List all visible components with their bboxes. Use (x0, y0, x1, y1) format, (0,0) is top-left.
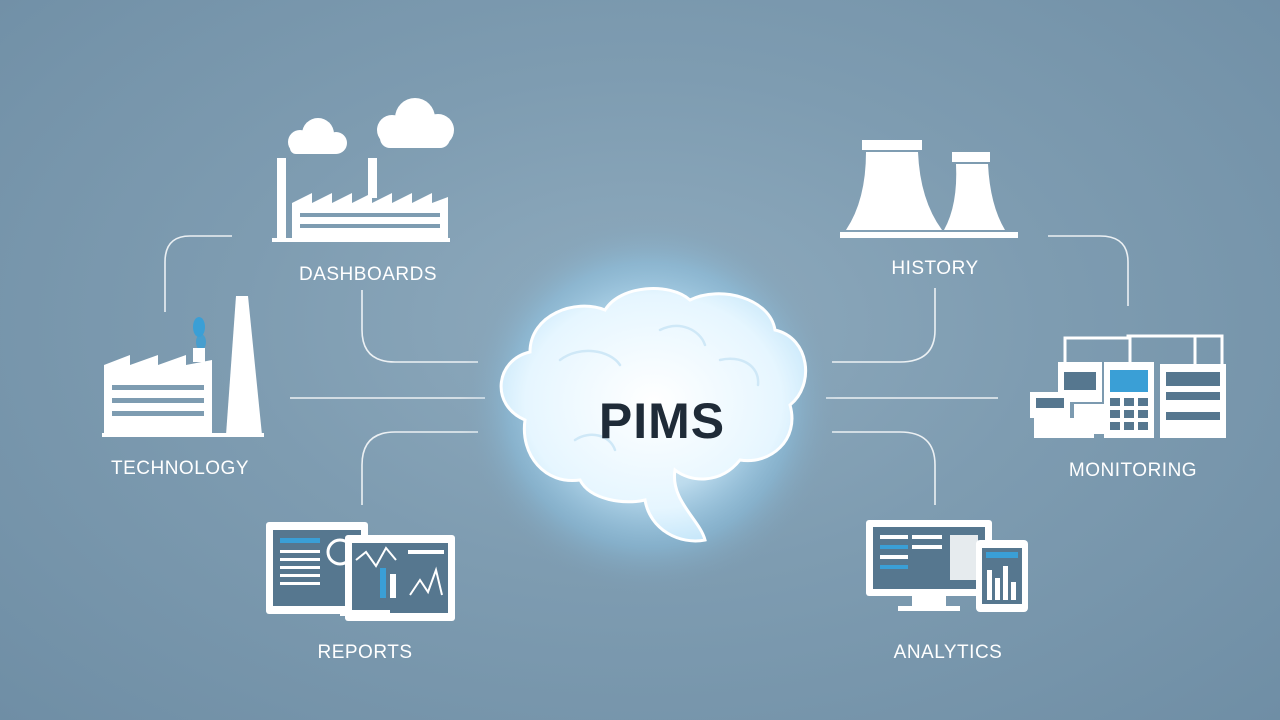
node-label-reports: REPORTS (317, 642, 413, 663)
cooling-towers-icon (840, 140, 1018, 238)
node-label-monitoring: MONITORING (1068, 460, 1198, 481)
center-label: PIMS (598, 393, 726, 449)
report-screens-icon (266, 522, 455, 621)
node-label-technology: TECHNOLOGY (110, 458, 250, 479)
factory-clouds-icon (272, 98, 454, 242)
brain-icon (499, 287, 807, 543)
node-label-history: HISTORY (891, 258, 979, 279)
center-node (460, 215, 840, 595)
node-label-dashboards: DASHBOARDS (298, 264, 438, 285)
connector-lines (164, 235, 1129, 505)
control-panels-icon (1030, 334, 1226, 438)
node-label-analytics: ANALYTICS (893, 642, 1003, 663)
monitor-tablet-icon (866, 520, 1028, 612)
